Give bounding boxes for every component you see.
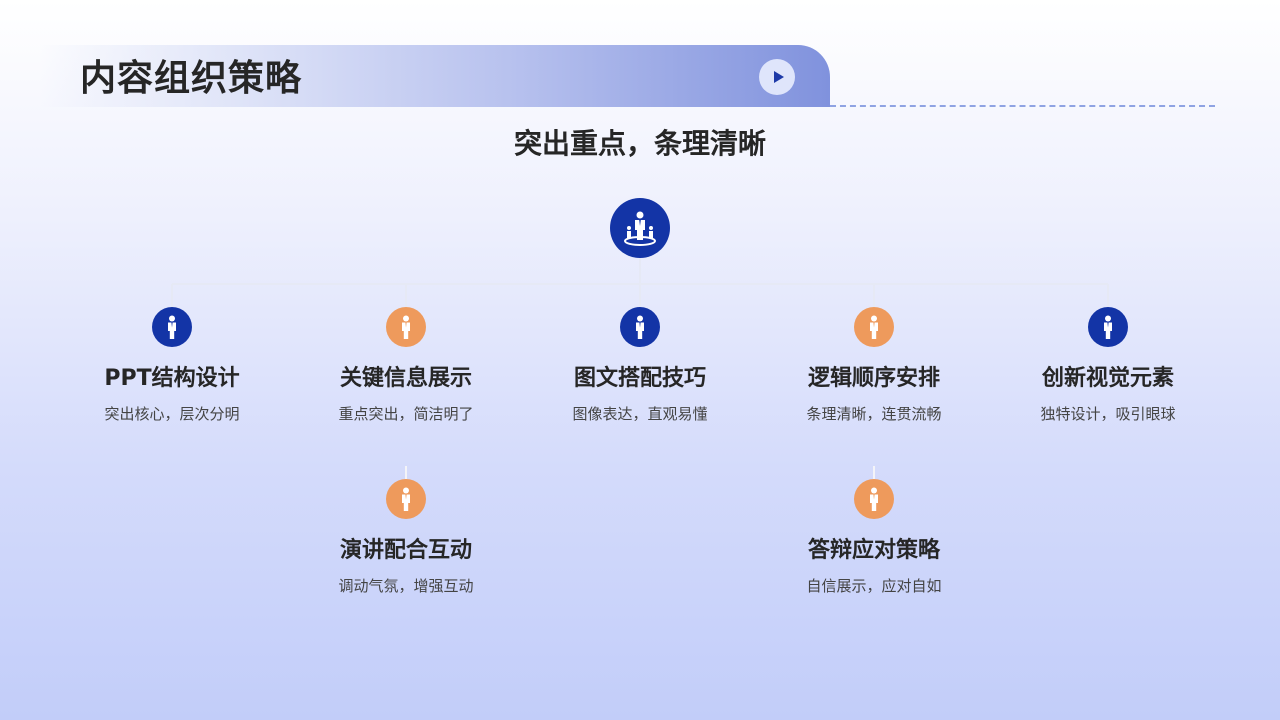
node-title: 演讲配合互动 (339, 538, 472, 563)
person-icon (402, 315, 410, 339)
node-desc: 重点突出，简洁明了 (338, 405, 474, 423)
node-circle (620, 307, 660, 347)
title-bar (40, 45, 830, 107)
node-desc: 突出核心，层次分明 (104, 405, 240, 423)
node-desc: 调动气氛，增强互动 (338, 577, 474, 595)
person-icon (636, 315, 644, 339)
person-podium-icon (624, 211, 656, 246)
node-desc: 图像表达，直观易懂 (572, 405, 708, 423)
page-title: 内容组织策略 (80, 58, 303, 99)
person-icon (1104, 315, 1112, 339)
node-title: 图文搭配技巧 (573, 366, 706, 391)
node-title: 答辩应对策略 (807, 538, 940, 563)
node-circle (152, 307, 192, 347)
node-title: 逻辑顺序安排 (807, 366, 940, 391)
person-icon (402, 487, 410, 511)
node-title: PPT结构设计 (104, 366, 240, 391)
node-circle (854, 479, 894, 519)
person-icon (870, 487, 878, 511)
node-desc: 条理清晰，连贯流畅 (806, 405, 942, 423)
node-circle (854, 307, 894, 347)
play-button[interactable] (759, 59, 795, 95)
root-node (610, 198, 670, 258)
person-icon (870, 315, 878, 339)
diagram-subtitle: 突出重点，条理清晰 (513, 127, 766, 160)
node-desc: 自信展示，应对自如 (806, 577, 942, 595)
node-desc: 独特设计，吸引眼球 (1040, 405, 1176, 423)
node-title: 关键信息展示 (339, 366, 472, 391)
node-circle (1088, 307, 1128, 347)
node-title: 创新视觉元素 (1041, 366, 1174, 391)
node-circle (386, 307, 426, 347)
play-icon (773, 71, 784, 83)
dashed-divider (830, 105, 1215, 107)
person-icon (168, 315, 176, 339)
node-circle (386, 479, 426, 519)
